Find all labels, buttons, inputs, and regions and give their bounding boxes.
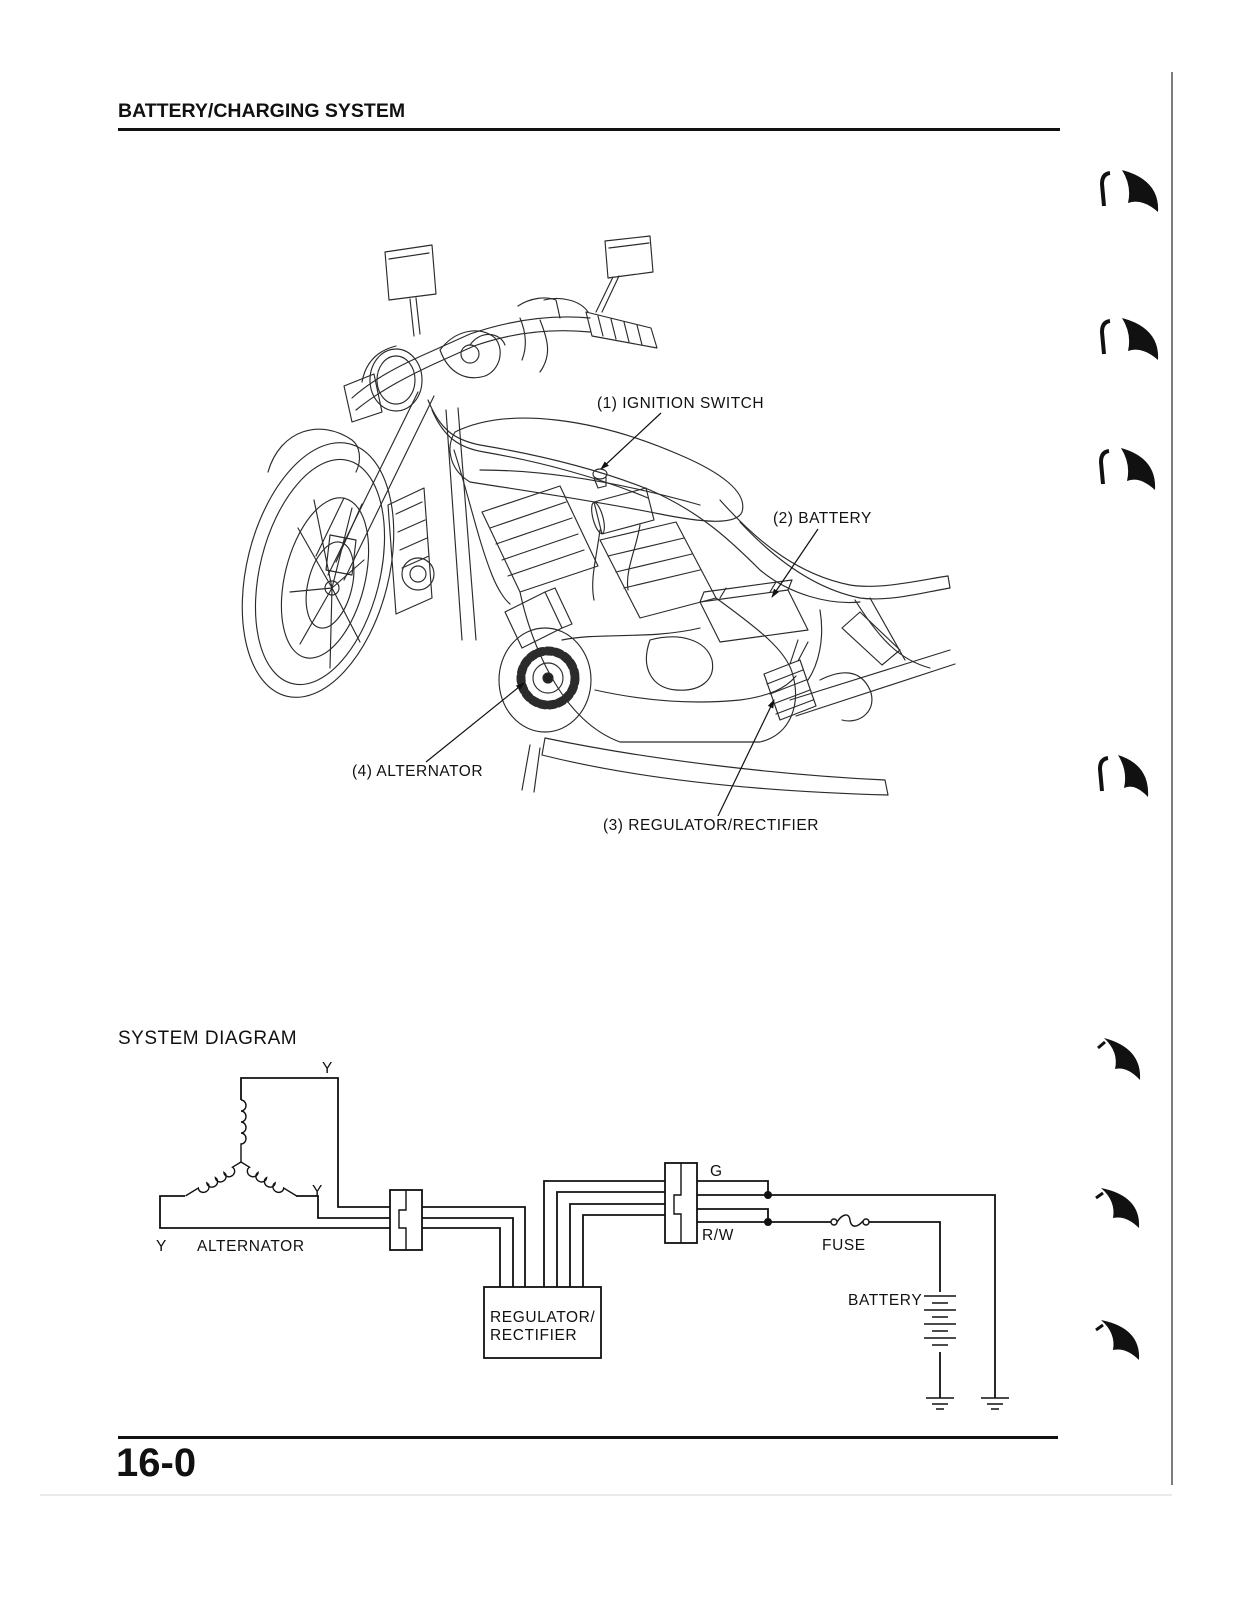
system-diagram: REGULATOR/ RECTIFIER <box>156 1060 1009 1410</box>
thumb-index-tab-icon <box>1098 448 1156 490</box>
footer-rule <box>118 1436 1058 1439</box>
front-wheel <box>241 442 395 698</box>
regulator-label-line2: RECTIFIER <box>490 1327 577 1344</box>
alternator-symbol <box>159 1077 390 1229</box>
battery-label: BATTERY <box>848 1292 922 1309</box>
wiring-harness <box>427 399 861 703</box>
fuel-tank <box>449 417 744 522</box>
callout-regulator-rectifier: (3) REGULATOR/RECTIFIER <box>603 817 819 834</box>
ignition-switch-part <box>592 468 608 489</box>
alternator-part <box>498 627 592 733</box>
regulator-rectifier-part <box>763 639 817 721</box>
ignition-switch-leader <box>600 412 662 470</box>
system-diagram-title: SYSTEM DIAGRAM <box>118 1028 298 1049</box>
seat-and-tail <box>719 499 951 722</box>
engine <box>481 485 796 743</box>
ground-icon <box>981 1397 1009 1410</box>
left-mirror <box>384 244 437 337</box>
starter-motor <box>504 587 573 649</box>
thumb-index-tab-icon <box>1095 1320 1140 1360</box>
header-rule <box>118 128 1060 131</box>
alternator-leader <box>425 682 525 763</box>
regulator-label-line1: REGULATOR/ <box>490 1309 595 1326</box>
wire-label-rw: R/W <box>702 1227 734 1244</box>
handlebar <box>343 297 658 423</box>
horn <box>401 557 435 591</box>
exhaust <box>541 737 889 796</box>
junction-dot <box>764 1191 772 1199</box>
junction-dot <box>764 1218 772 1226</box>
thumb-index-tabs <box>1095 170 1159 1360</box>
wire-label-g: G <box>710 1163 723 1180</box>
wire-label-y-top: Y <box>322 1060 333 1077</box>
thumb-index-tab-icon <box>1097 755 1149 797</box>
page-header-title: BATTERY/CHARGING SYSTEM <box>118 100 406 122</box>
battery-leader <box>771 528 819 598</box>
battery-part <box>699 579 809 643</box>
fuse-label: FUSE <box>822 1237 866 1254</box>
alternator-label: ALTERNATOR <box>197 1238 305 1255</box>
wire-green <box>697 1180 996 1398</box>
swing-arm <box>789 649 956 717</box>
motorcycle-illustration <box>241 235 956 796</box>
ground-icon <box>926 1397 954 1410</box>
footpeg <box>521 744 541 793</box>
connector-regulator <box>664 1162 698 1244</box>
wire-label-y-left: Y <box>156 1238 167 1255</box>
wire-red-white <box>697 1208 831 1223</box>
thumb-index-tab-icon <box>1095 1188 1140 1228</box>
callout-battery: (2) BATTERY <box>773 510 872 527</box>
regulator-rectifier-box: REGULATOR/ RECTIFIER <box>483 1286 602 1359</box>
regulator-rectifier-leader <box>717 699 775 817</box>
page-number: 16-0 <box>116 1441 197 1485</box>
ignition-coil-part <box>591 487 655 601</box>
connector-alternator <box>389 1189 423 1251</box>
headlight <box>369 348 423 412</box>
thumb-index-tab-icon <box>1097 1038 1141 1080</box>
fuse-symbol <box>830 1214 870 1227</box>
thumb-index-tab-icon <box>1099 170 1159 212</box>
right-mirror <box>595 235 654 313</box>
callout-leaders <box>425 412 819 817</box>
battery-symbol <box>924 1295 956 1398</box>
callout-ignition-switch: (1) IGNITION SWITCH <box>597 395 764 412</box>
wire-regulator-output <box>543 1180 665 1287</box>
front-fork <box>315 391 435 581</box>
wire-label-y-right: Y <box>312 1183 323 1200</box>
instrument-cluster <box>439 330 506 379</box>
front-cover <box>387 487 433 615</box>
front-fender <box>267 428 361 473</box>
frame-downtubes <box>445 407 477 641</box>
wire-fuse-to-battery <box>869 1221 941 1292</box>
thumb-index-tab-icon <box>1099 318 1159 360</box>
callout-alternator: (4) ALTERNATOR <box>352 763 483 780</box>
wire-alternator-to-regulator <box>422 1206 526 1287</box>
